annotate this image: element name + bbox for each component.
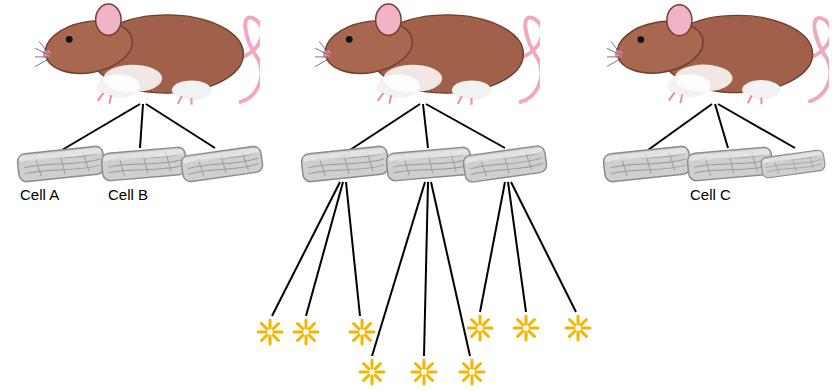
cell-label: Cell B: [108, 186, 148, 204]
cell-label: Cell A: [20, 186, 59, 204]
cell-label: Cell C: [690, 186, 731, 204]
